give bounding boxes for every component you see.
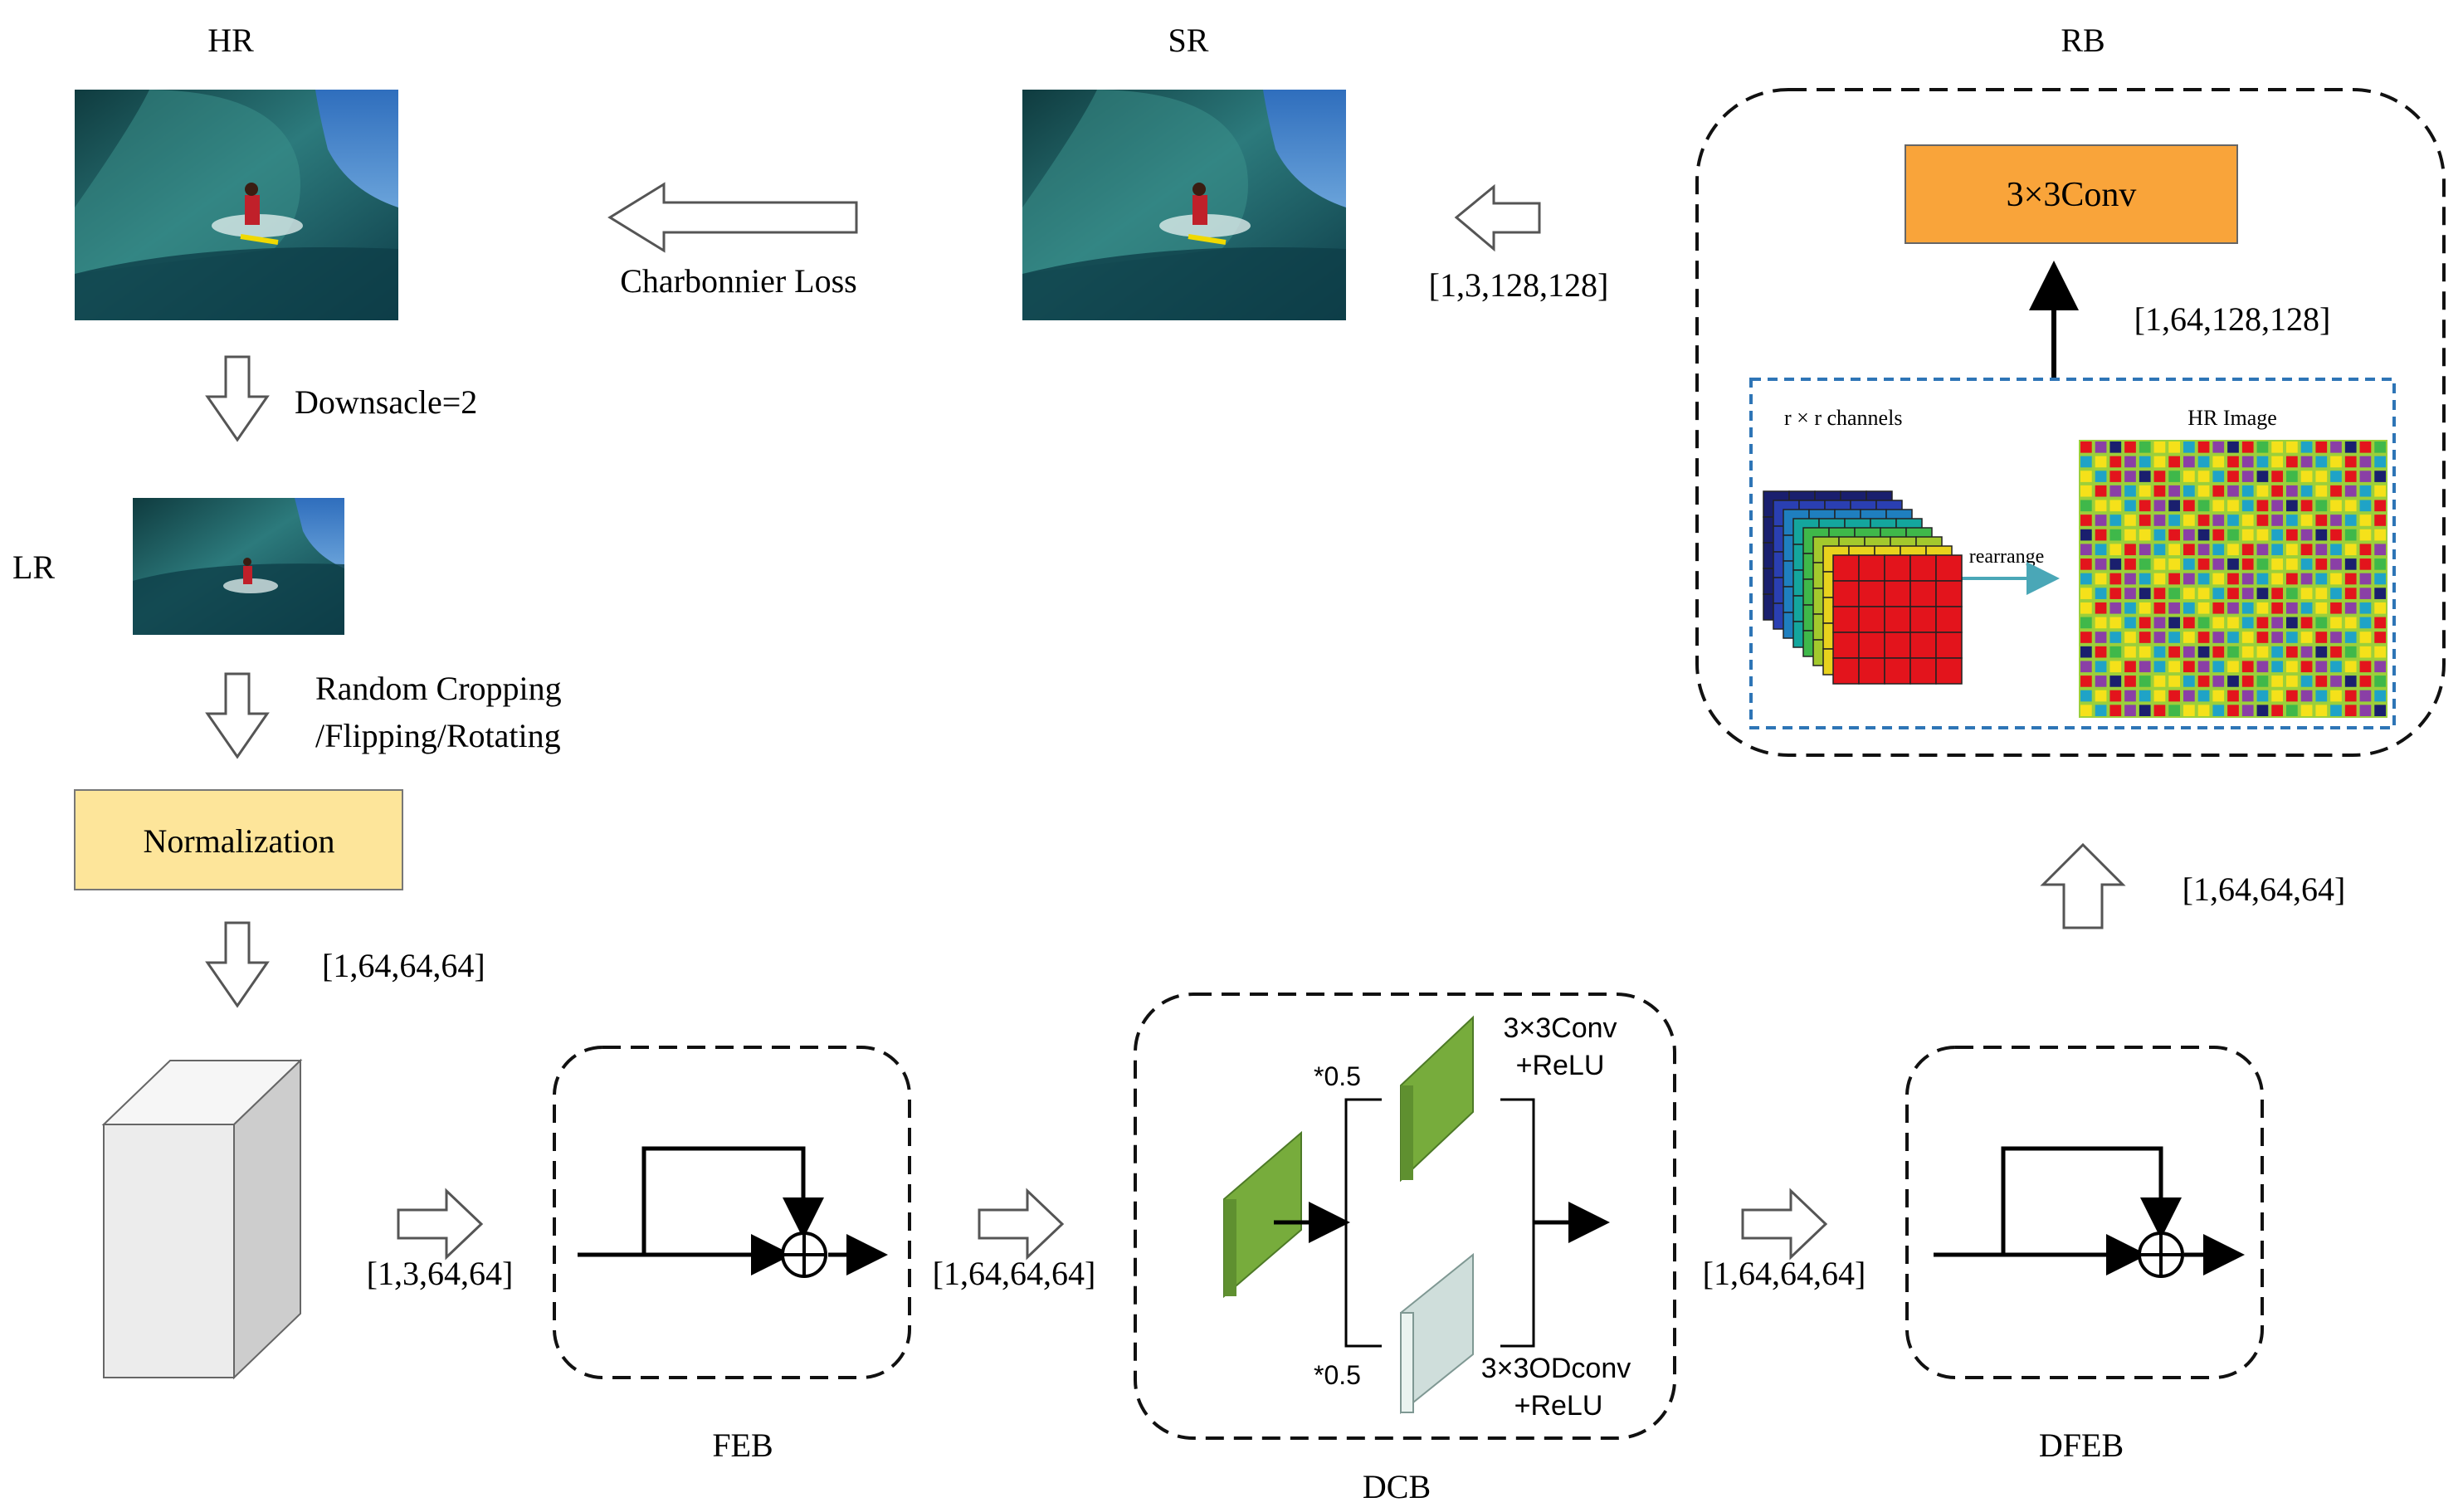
dcb-left-bracket (1344, 1098, 1382, 1348)
dfeb-residual (1934, 1146, 2245, 1275)
feature-volume (101, 1058, 303, 1380)
lr-label: LR (12, 549, 55, 586)
dcb-bottom-label-1: 3×3ODconv (1481, 1353, 1631, 1384)
augment-label-line2: /Flipping/Rotating (315, 717, 561, 754)
augment-arrow-icon (205, 672, 270, 759)
downscale-arrow-icon (205, 355, 270, 442)
dcb-scale-top: *0.5 (1314, 1061, 1361, 1091)
hr-label: HR (207, 22, 254, 59)
augment-label-line1: Random Cropping (315, 670, 562, 707)
rb-rearrange-label: rearrange (1969, 546, 2045, 568)
to-dcb-arrow-icon (978, 1188, 1065, 1261)
to-feb-shape: [1,3,64,64] (367, 1255, 514, 1292)
normalization-label: Normalization (143, 822, 334, 860)
sr-input-arrow-icon (1454, 183, 1541, 252)
lr-image (133, 498, 344, 635)
sr-image (1022, 90, 1346, 320)
normalization-box (74, 789, 403, 890)
dfeb-out-shape: [1,64,64,64] (2183, 871, 2346, 908)
rb-hr-image-label: HR Image (2187, 406, 2277, 430)
loss-label: Charbonnier Loss (620, 262, 857, 300)
dfeb-add-icon (2138, 1232, 2184, 1278)
dfeb-label: DFEB (2039, 1427, 2124, 1464)
dcb-label: DCB (1363, 1468, 1431, 1505)
loss-arrow-icon (607, 182, 858, 253)
to-feb-arrow-icon (397, 1188, 484, 1261)
norm-out-shape: [1,64,64,64] (322, 947, 485, 984)
dcb-conv-slab (1400, 1015, 1474, 1183)
sr-input-shape: [1,3,128,128] (1429, 266, 1609, 304)
norm-out-arrow-icon (205, 921, 270, 1008)
channel-stack (1763, 490, 1963, 685)
dcb-bottom-label-2: +ReLU (1514, 1390, 1603, 1422)
feb-residual (578, 1146, 888, 1275)
rb-block (1695, 88, 2446, 757)
to-rb-arrow-icon (2040, 842, 2126, 929)
dcb-odconv-slab (1400, 1252, 1474, 1415)
dcb-top-label-1: 3×3Conv (1503, 1012, 1617, 1044)
downscale-label: Downsacle=2 (295, 383, 477, 421)
rb-conv-box (1905, 144, 2238, 244)
rb-conv-label: 3×3Conv (2007, 176, 2137, 214)
feb-out-shape: [1,64,64,64] (933, 1255, 1096, 1292)
dcb-out-shape: [1,64,64,64] (1703, 1255, 1866, 1292)
feb-label: FEB (712, 1427, 773, 1464)
dcb-top-label-2: +ReLU (1516, 1050, 1605, 1081)
dcb-right-bracket (1500, 1098, 1535, 1348)
dcb-block (1134, 993, 1676, 1440)
dfeb-block (1905, 1046, 2264, 1379)
to-dfeb-arrow-icon (1741, 1188, 1828, 1261)
pixel-shuffle-box (1749, 378, 2396, 729)
rb-inner-shape: [1,64,128,128] (2134, 300, 2331, 338)
rb-label: RB (2061, 22, 2105, 59)
dcb-scale-bottom: *0.5 (1314, 1360, 1361, 1390)
hr-mosaic (2079, 440, 2387, 718)
feb-block (553, 1046, 911, 1379)
sr-label: SR (1168, 22, 1209, 59)
dcb-input-slab (1223, 1130, 1302, 1299)
rb-channels-label: r × r channels (1784, 406, 1902, 430)
hr-image (75, 90, 398, 320)
feb-add-icon (781, 1232, 827, 1278)
